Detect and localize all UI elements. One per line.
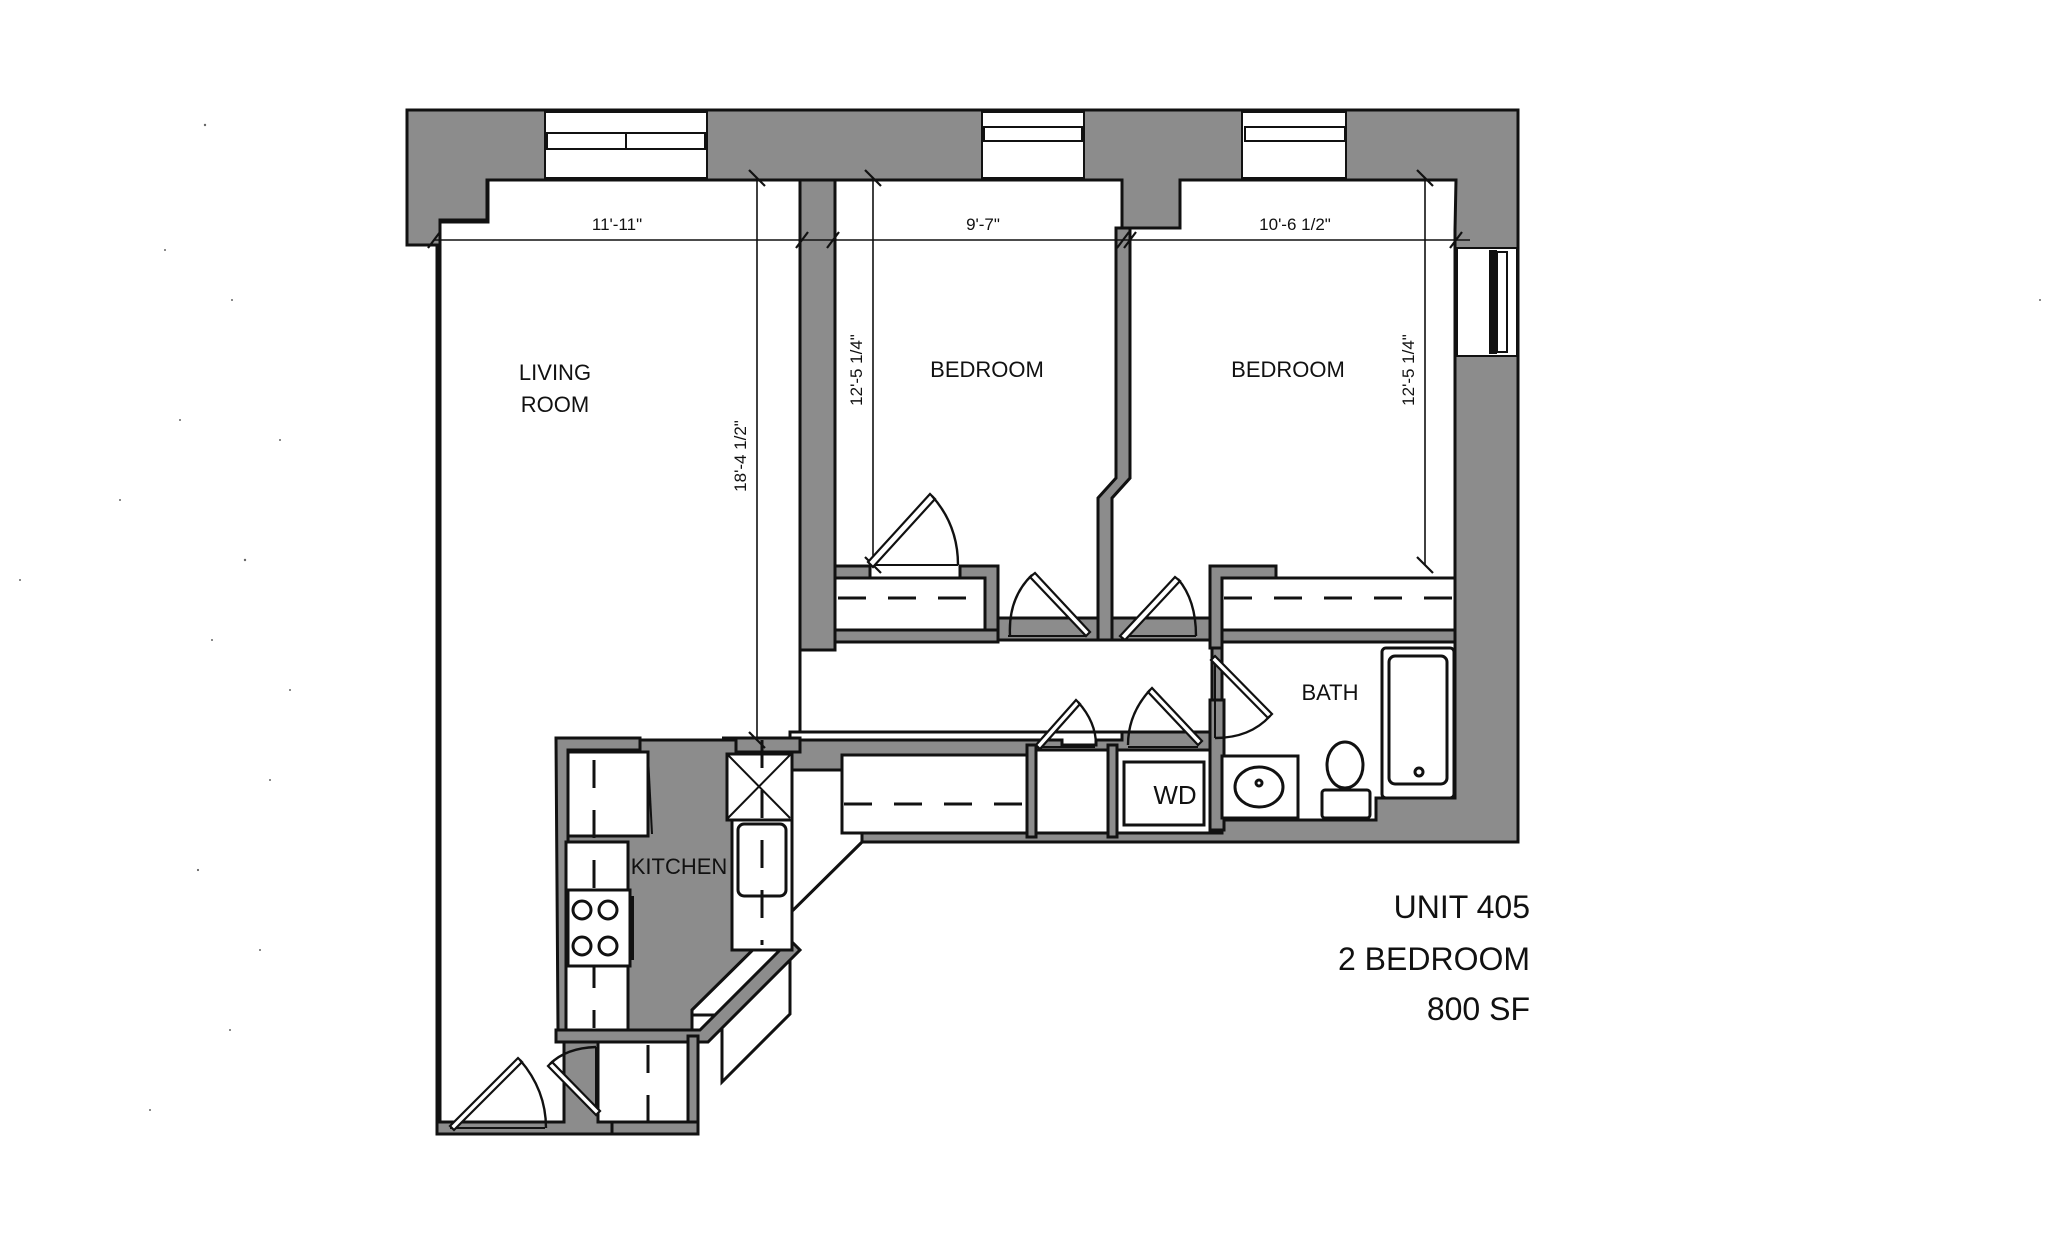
bedroom-1-width-dim: 9'-7": [966, 215, 1000, 234]
living-width-dim: 11'-11": [592, 215, 642, 234]
linen-closet: [840, 753, 1029, 835]
wall-bed1-bed2: [1096, 226, 1132, 642]
wall-closet-divider-1: [1025, 743, 1038, 839]
bathtub-basin: [1387, 654, 1449, 786]
window-bedroom-2: [1241, 111, 1347, 179]
wall-kitchen-bottom: [554, 937, 803, 1044]
closet-shelves: [646, 596, 1455, 1122]
living-room-label-2: ROOM: [521, 392, 589, 417]
bath-label: BATH: [1301, 680, 1358, 705]
washer-dryer: [1122, 760, 1206, 827]
bedroom-1-label: BEDROOM: [930, 357, 1044, 382]
bedroom-2-closet: [1220, 576, 1457, 632]
door-bedroom-1: [866, 492, 960, 569]
wall-hall-bed2-bottom: [1220, 628, 1457, 644]
wall-closet-2: [1208, 564, 1278, 650]
window-living: [544, 111, 708, 179]
wall-entry-closet-right: [686, 1034, 700, 1134]
dimension-lines: [427, 169, 1470, 749]
kitchen-label: KITCHEN: [631, 854, 728, 879]
entry-closet: [596, 1038, 690, 1124]
kitchen-fixtures: [564, 740, 794, 1032]
unit-info: UNIT 405 2 BEDROOM 800 SF: [1338, 889, 1530, 1027]
bedroom-1-closet: [833, 576, 987, 632]
door-closet-2: [1118, 575, 1198, 642]
refrigerator: [566, 750, 650, 838]
small-closet: [1034, 748, 1110, 835]
door-entry: [448, 1056, 548, 1132]
window-bedroom-2-side: [1456, 247, 1518, 357]
unit-type: 2 BEDROOM: [1338, 941, 1530, 977]
door-bath: [1209, 654, 1274, 740]
door-closet-1: [1008, 571, 1092, 638]
wall-closet-divider-2: [1106, 743, 1119, 839]
wall-hall-bed1-bottom: [833, 628, 1000, 644]
door-linen-closet: [1034, 698, 1098, 751]
scan-noise: [19, 123, 2041, 1111]
living-room-label-1: LIVING: [519, 360, 591, 385]
hallway: [798, 638, 1214, 734]
wall-entry-closet-bottom: [610, 1120, 700, 1136]
wd-label: WD: [1153, 780, 1196, 810]
unit-number: UNIT 405: [1394, 889, 1530, 925]
bedroom-2-depth-dim: 12'-5 1/4": [1399, 334, 1418, 406]
burner-icons: [571, 899, 619, 957]
door-wd-closet: [1126, 686, 1204, 748]
toilet-bowl: [1325, 740, 1365, 790]
wall-living-bed1: [798, 178, 837, 652]
window-bedroom-1: [981, 111, 1085, 179]
bedroom-2-label: BEDROOM: [1231, 357, 1345, 382]
bedroom-2-width-dim: 10'-6 1/2": [1259, 215, 1331, 234]
toilet-tank: [1320, 788, 1372, 820]
door-entry-closet: [546, 1045, 602, 1117]
unit-area: 800 SF: [1427, 991, 1530, 1027]
bath-fixtures: [1220, 646, 1456, 820]
bedroom-1-depth-dim: 12'-5 1/4": [847, 334, 866, 406]
living-depth-dim: 18'-4 1/2": [731, 420, 750, 492]
